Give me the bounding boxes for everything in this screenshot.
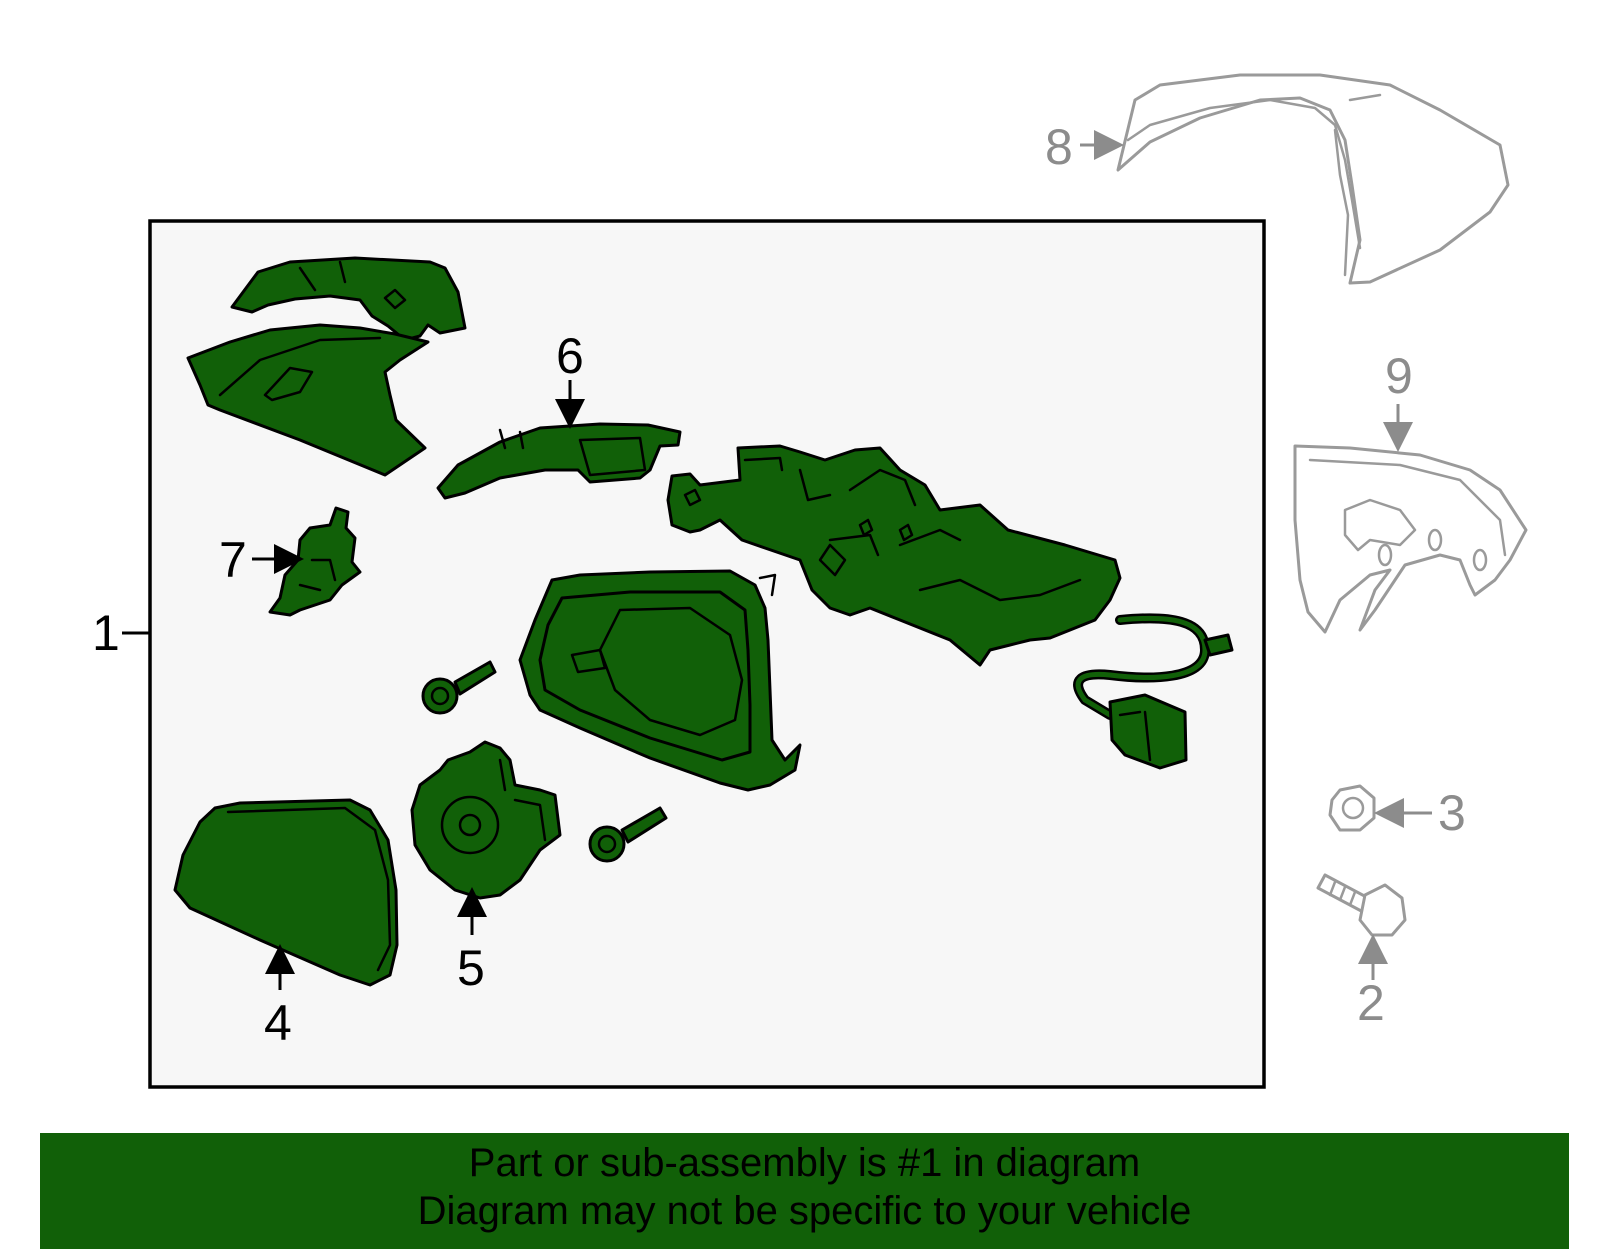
lower-cover-part-9[interactable] — [1293, 444, 1528, 634]
bolt-part-lower[interactable] — [588, 806, 668, 863]
callout-2: 2 — [1357, 975, 1385, 1031]
callout-7: 7 — [219, 532, 247, 588]
upper-cover-part[interactable] — [186, 256, 467, 477]
bracket-part-7[interactable] — [268, 506, 362, 617]
bolt-part-2[interactable] — [1316, 873, 1407, 937]
callout-1: 1 — [92, 605, 120, 661]
mirror-glass-part[interactable] — [173, 798, 399, 987]
callout-5: 5 — [457, 940, 485, 996]
footer-line-2: Diagram may not be specific to your vehi… — [417, 1189, 1192, 1233]
mirror-actuator-part[interactable] — [410, 740, 562, 900]
mirror-housing-frame-part[interactable] — [518, 569, 802, 792]
footer-line-1: Part or sub-assembly is #1 in diagram — [468, 1141, 1141, 1185]
callout-6: 6 — [556, 328, 584, 384]
turn-signal-lamp-part[interactable] — [436, 422, 682, 500]
callout-3: 3 — [1438, 785, 1466, 841]
callout-9: 9 — [1385, 348, 1413, 404]
skull-cap-part-8[interactable] — [1116, 73, 1510, 285]
mirror-base-bracket-part[interactable] — [666, 444, 1234, 770]
callout-8: 8 — [1045, 119, 1073, 175]
footer-banner: Part or sub-assembly is #1 in diagram Di… — [40, 1133, 1569, 1249]
nut-part-3[interactable] — [1328, 784, 1376, 832]
bolt-part-upper[interactable] — [421, 660, 497, 715]
callout-4: 4 — [264, 995, 292, 1051]
